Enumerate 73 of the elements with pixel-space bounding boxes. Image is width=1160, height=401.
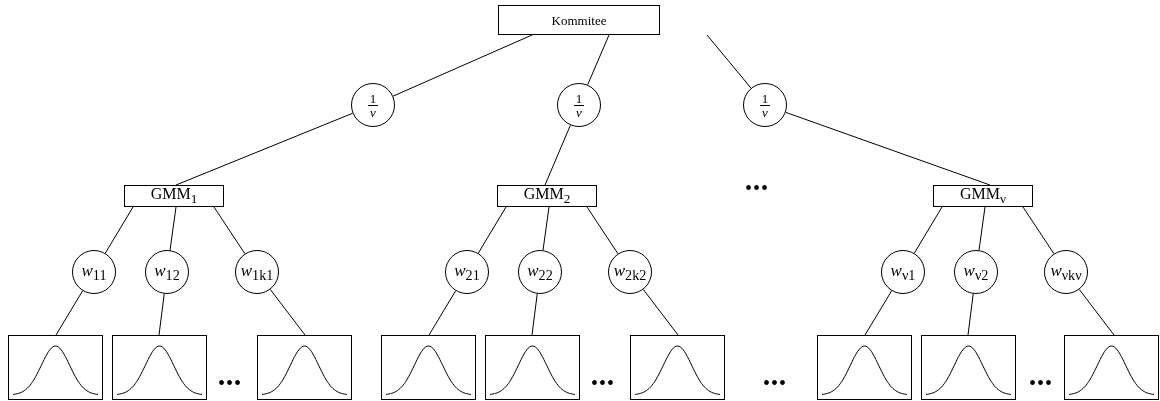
plot-box [817,335,912,400]
plot-box [381,335,476,400]
connector-line [1078,289,1115,336]
connector-line [477,206,507,254]
ellipsis-dots: ••• [591,373,615,393]
weight-circle [518,250,562,294]
fraction-numerator: 1 [573,91,585,106]
connector-line [175,112,354,186]
model-label: GMM$_{ν}$ [959,186,1006,206]
connector-line [55,290,84,336]
weight-label: w$_{νkν}$ [1050,261,1082,283]
connector-line [1022,206,1055,255]
connector-line [642,289,679,336]
weight-label: w$_{1k1}$ [240,261,274,283]
plot-box [921,335,1016,400]
weight-label: w$_{ν1}$ [890,261,916,283]
fraction-denominator: ν [576,105,582,119]
connector-line [392,34,533,97]
fraction-numerator: 1 [367,91,379,106]
ellipsis-dots: ••• [218,373,242,393]
weight-label: w$_{2k2}$ [613,261,647,283]
committee-label: Kommitee [551,13,607,27]
connector-line [967,293,974,336]
weight-circle [351,83,395,127]
fraction-numerator: 1 [759,91,771,106]
model-label: GMM$_{1}$ [150,186,198,206]
connector-line [428,290,457,336]
connector-line [544,124,571,186]
weight-circle [72,250,116,294]
committee-box [498,5,660,35]
plot-box [257,335,352,400]
weight-circle [235,250,279,294]
weight-circle [145,250,189,294]
connector-line [978,206,986,251]
weight-label: w$_{21}$ [454,261,480,283]
weight-label: w$_{12}$ [154,261,180,283]
weight-circle [557,83,601,127]
weight-circle [881,250,925,294]
connector-line [706,34,752,89]
connector-line [785,111,991,186]
ellipsis-dots: ••• [745,178,769,198]
connector-line [587,34,610,86]
plot-box [1064,335,1159,400]
model-label: GMM$_{2}$ [523,186,571,206]
ellipsis-dots: ••• [763,373,787,393]
plot-box [8,335,103,400]
connector-line [213,206,246,255]
model-box [933,185,1033,207]
plot-box [630,335,725,400]
weight-label: w$_{ν2}$ [963,261,989,283]
weight-circle [954,250,998,294]
weight-circle [608,250,652,294]
weight-circle [445,250,489,294]
weight-circle [743,83,787,127]
connector-line [158,293,165,336]
fraction-denominator: ν [762,105,768,119]
model-box [124,185,224,207]
connector-line [169,206,177,251]
weight-circle [1044,250,1088,294]
connector-line [531,293,538,336]
connector-line [913,206,943,254]
ellipsis-dots: ••• [1029,373,1053,393]
plot-box [485,335,580,400]
weight-label: w$_{11}$ [81,261,107,283]
connector-line [104,206,134,254]
plot-box [112,335,207,400]
model-box [497,185,597,207]
connector-line [586,206,619,255]
weight-label: w$_{22}$ [527,261,553,283]
fraction-denominator: ν [370,105,376,119]
connector-line [864,290,893,336]
connector-line [269,289,306,336]
connector-line [542,206,550,251]
